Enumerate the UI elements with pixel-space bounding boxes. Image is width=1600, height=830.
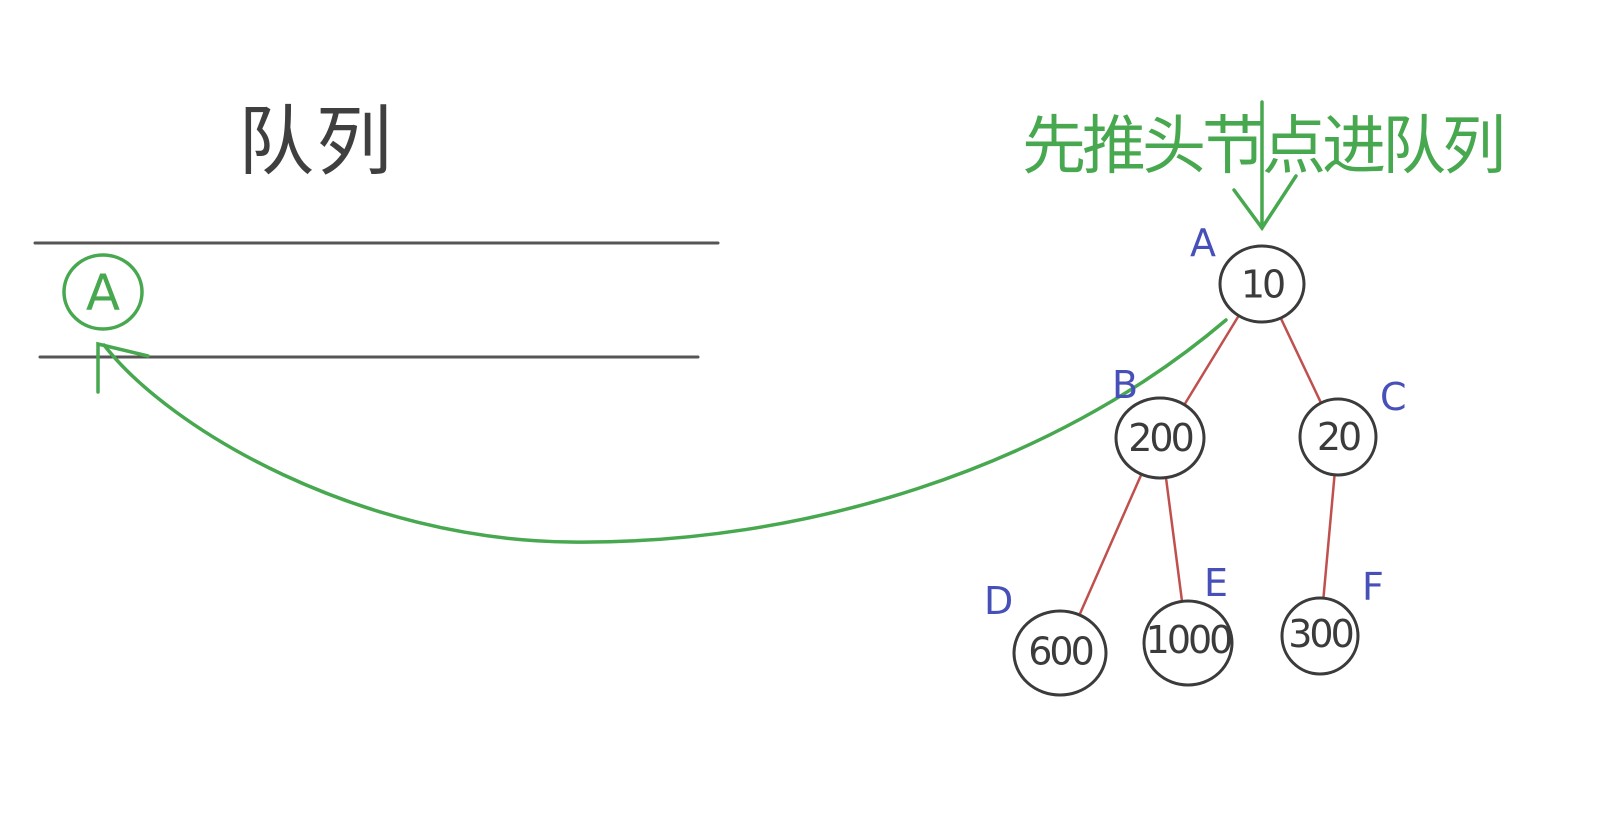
tree-edges <box>1078 316 1336 615</box>
tree-node-value: 1000 <box>1146 618 1232 662</box>
tree-edge-c-f <box>1322 475 1336 598</box>
tree-node-c: 20 C <box>1298 375 1407 477</box>
annotation-text: 先推头节点进队列 <box>1022 110 1502 184</box>
queue-item-circle <box>62 253 144 331</box>
tree-node-circle <box>1298 397 1378 477</box>
tree-node-circle <box>1142 599 1234 687</box>
tree-node-letter: D <box>984 579 1013 623</box>
tree-edge-a-b <box>1184 316 1239 405</box>
queue-item: A <box>62 253 144 331</box>
tree-node-letter: E <box>1204 561 1228 605</box>
tree-node-a: 10 A <box>1190 221 1306 324</box>
tree-node-circle <box>1114 396 1206 480</box>
queue-item-label: A <box>86 264 120 322</box>
tree-node-letter: B <box>1112 363 1138 407</box>
tree-node-value: 20 <box>1317 415 1360 459</box>
tree-node-letter: C <box>1380 375 1407 419</box>
tree-node-e: 1000 E <box>1142 561 1234 687</box>
tree-node-b: 200 B <box>1112 363 1206 480</box>
tree-node-letter: F <box>1362 565 1384 609</box>
queue-title: 队列 <box>238 97 394 186</box>
tree-node-circle <box>1218 244 1306 324</box>
tree-node-value: 10 <box>1241 263 1284 307</box>
push-arrow-icon <box>1232 100 1298 232</box>
tree-node-d: 600 D <box>984 579 1108 697</box>
tree-node-circle <box>1280 596 1360 676</box>
tree-node-circle <box>1012 609 1108 697</box>
tree-edge-b-e <box>1164 478 1184 601</box>
tree-node-letter: A <box>1190 221 1216 265</box>
tree-node-value: 200 <box>1128 416 1192 460</box>
tree-edge-b-d <box>1078 474 1142 615</box>
tree-node-value: 300 <box>1288 612 1352 656</box>
enqueue-arrow-icon <box>96 318 1228 544</box>
tree-edge-a-c <box>1280 318 1322 403</box>
tree-node-value: 600 <box>1028 630 1092 674</box>
